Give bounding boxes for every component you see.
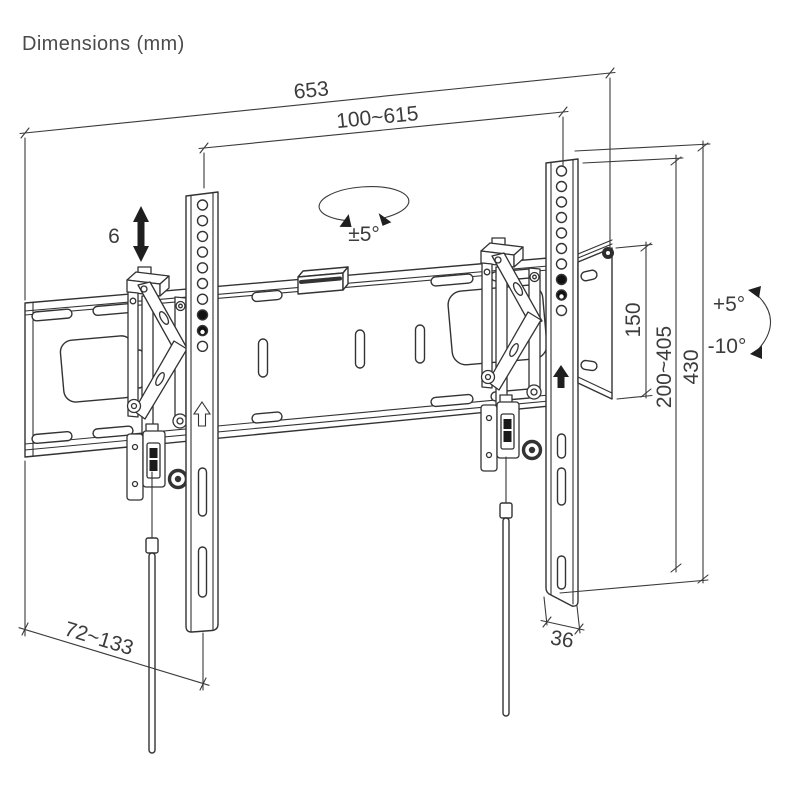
dim-wall-depth: 72~133 [18, 460, 210, 691]
dim-label-6: 6 [108, 225, 120, 248]
level-adjust-arrow-icon [318, 186, 410, 221]
dim-label-level: ±5° [348, 223, 380, 246]
height-adjust-arrow-icon [133, 206, 149, 242]
dim-vesa-range: 200~405 [582, 154, 684, 573]
bubble-level [297, 266, 349, 295]
dim-total-width: 653 [19, 67, 616, 301]
side-bracket-plate [577, 239, 614, 400]
page-title: Dimensions (mm) [22, 33, 185, 55]
dim-mount-width-range: 100~615 [198, 102, 569, 189]
dim-label-150: 150 [622, 302, 645, 337]
right-rail [545, 158, 579, 607]
wall-plate [24, 256, 561, 458]
left-tilt-mechanism [125, 265, 190, 502]
dim-rail-depth: 36 [540, 596, 585, 653]
dimension-annotations: 653 100~615 6 [18, 67, 771, 691]
dim-label-200-405: 200~405 [653, 326, 676, 408]
rail-up-arrow-icon [553, 365, 569, 388]
dim-height-increment: 6 [108, 206, 149, 262]
dim-rail-height: 430 [559, 140, 711, 594]
dim-label-72-133: 72~133 [62, 618, 136, 660]
dim-label-653: 653 [293, 77, 330, 103]
dim-label-100-615: 100~615 [335, 102, 419, 133]
right-pull-string [499, 456, 513, 717]
dim-tilt-range: +5° -10° [708, 286, 771, 359]
dim-plate-height: 150 [615, 241, 653, 400]
left-pull-string [145, 471, 159, 754]
dim-level-adjust: ±5° [318, 186, 410, 246]
rail-up-arrow-icon [192, 401, 212, 427]
right-tilt-mechanism [479, 236, 544, 473]
dim-label-36: 36 [549, 626, 576, 652]
dim-label-tilt-down: -10° [708, 335, 747, 358]
tilt-range-arrow-icon [753, 291, 771, 353]
left-rail [185, 191, 219, 633]
dim-label-tilt-up: +5° [713, 293, 745, 316]
dim-label-430: 430 [680, 349, 703, 384]
